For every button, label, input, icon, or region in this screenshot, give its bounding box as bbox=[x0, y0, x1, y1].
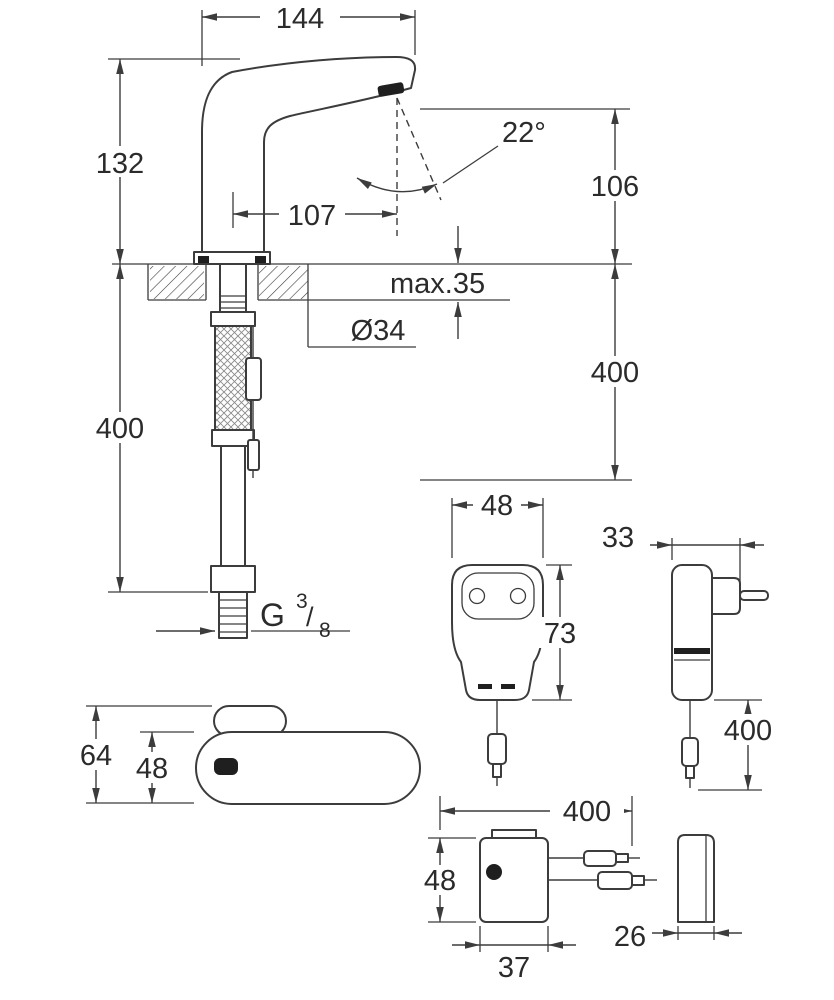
dim-label-max35: max.35 bbox=[390, 268, 485, 300]
dim-label-64: 64 bbox=[80, 740, 112, 772]
dim-label-48-top: 48 bbox=[136, 753, 168, 785]
dim-psu-height-73: 73 bbox=[532, 564, 583, 701]
dim-height-132: 132 bbox=[86, 58, 240, 264]
dim-label-box-400: 400 bbox=[563, 796, 611, 828]
dim-label-angle: 22° bbox=[502, 117, 546, 149]
dim-total-depth-64: 64 bbox=[70, 705, 212, 804]
mounting-deck-section bbox=[112, 263, 632, 301]
box-connector-2 bbox=[597, 871, 633, 890]
hose-end-nut bbox=[210, 565, 256, 593]
dim-hose-length-400: 400 bbox=[86, 264, 208, 593]
psu-label-mark-2 bbox=[501, 684, 515, 689]
dim-label-box-37: 37 bbox=[498, 952, 530, 984]
dim-sensor-offset-107: 107 bbox=[232, 192, 397, 232]
socket-hole-left bbox=[468, 587, 486, 605]
power-supply-side-view: 33 400 bbox=[602, 522, 782, 791]
box-side-body bbox=[677, 834, 715, 923]
faucet-body bbox=[201, 56, 417, 253]
plug-base bbox=[711, 577, 741, 615]
dim-label-107: 107 bbox=[288, 200, 336, 232]
psu-cable-connector bbox=[487, 733, 507, 765]
dim-psu-cable-400: 400 bbox=[698, 699, 782, 791]
cable-plug bbox=[247, 439, 260, 471]
base-gasket-right bbox=[255, 256, 266, 263]
dim-box-height-48: 48 bbox=[416, 837, 476, 923]
base-gasket-left bbox=[198, 256, 209, 263]
psu-side-tip bbox=[685, 765, 695, 779]
dim-psu-depth-33: 33 bbox=[602, 522, 764, 586]
control-box-front-view: 400 48 37 bbox=[416, 795, 657, 984]
dim-deck-thickness: max.35 bbox=[390, 226, 485, 339]
box-logo-mark bbox=[486, 864, 502, 880]
dim-body-depth-48: 48 bbox=[128, 731, 194, 803]
deck-hatch-right bbox=[259, 266, 308, 299]
sensor-top-view bbox=[214, 758, 238, 775]
dim-label-psu-33: 33 bbox=[602, 522, 634, 554]
box-connector-1 bbox=[583, 850, 617, 867]
psu-side-band bbox=[674, 648, 710, 654]
sensor-cable-assembly bbox=[245, 326, 262, 478]
psu-body bbox=[451, 564, 544, 701]
thread-slash: / bbox=[306, 602, 314, 632]
box-body bbox=[479, 837, 549, 923]
box-connector-1-tip bbox=[615, 853, 629, 863]
psu-side-body bbox=[671, 564, 713, 701]
power-supply-front-view: 48 73 bbox=[451, 490, 583, 786]
socket-hole-right bbox=[509, 587, 527, 605]
dim-thread-g38: G 3 / 8 bbox=[156, 590, 350, 642]
faucet-side-view: 144 132 107 22° 106 max.3 bbox=[86, 3, 647, 642]
threaded-shank bbox=[219, 263, 247, 313]
dim-label-psu-400: 400 bbox=[724, 715, 772, 747]
dim-label-144: 144 bbox=[276, 3, 324, 35]
thread-tip bbox=[218, 591, 248, 639]
dim-label-400-right: 400 bbox=[591, 357, 639, 389]
dim-psu-width-48: 48 bbox=[451, 490, 544, 558]
sensor-window bbox=[377, 82, 405, 97]
mounting-nut bbox=[210, 311, 256, 327]
deck-hatch-left bbox=[150, 266, 204, 299]
dim-label-box-48: 48 bbox=[424, 865, 456, 897]
supply-hose-assembly bbox=[210, 263, 256, 639]
dim-label-400-left: 400 bbox=[96, 413, 144, 445]
control-box-side-view: 26 bbox=[614, 834, 742, 953]
psu-side-connector bbox=[681, 737, 699, 767]
dim-label-132: 132 bbox=[96, 148, 144, 180]
thread-denominator: 8 bbox=[319, 619, 331, 642]
dim-box-cable-400: 400 bbox=[439, 795, 633, 846]
dim-label-box-26: 26 bbox=[614, 921, 646, 953]
plug-pin bbox=[739, 590, 769, 601]
dim-outlet-height-106: 106 bbox=[420, 108, 647, 264]
faucet-top-view: 64 48 bbox=[70, 705, 421, 805]
dim-label-psu-48: 48 bbox=[481, 490, 513, 522]
psu-cable-tip bbox=[492, 763, 502, 778]
box-connector-2-tip bbox=[631, 875, 645, 886]
cable-connector bbox=[245, 357, 262, 401]
socket-recess bbox=[461, 572, 535, 620]
body-top-view bbox=[195, 731, 421, 805]
dim-spout-reach: 144 bbox=[201, 3, 416, 66]
dim-cable-length-400: 400 bbox=[420, 264, 647, 481]
dim-label-106: 106 bbox=[591, 171, 639, 203]
dim-label-psu-73: 73 bbox=[544, 618, 576, 650]
spray-angle-construction bbox=[356, 97, 499, 236]
dim-hole-diameter: Ø34 bbox=[307, 300, 416, 348]
dim-box-width-37: 37 bbox=[452, 926, 576, 984]
thread-g: G bbox=[260, 597, 285, 633]
psu-label-mark-1 bbox=[478, 684, 492, 689]
dim-box-depth-26: 26 bbox=[614, 921, 742, 953]
dim-label-dia34: Ø34 bbox=[351, 315, 406, 347]
thread-numerator: 3 bbox=[296, 590, 308, 613]
hose-lower bbox=[220, 445, 246, 567]
